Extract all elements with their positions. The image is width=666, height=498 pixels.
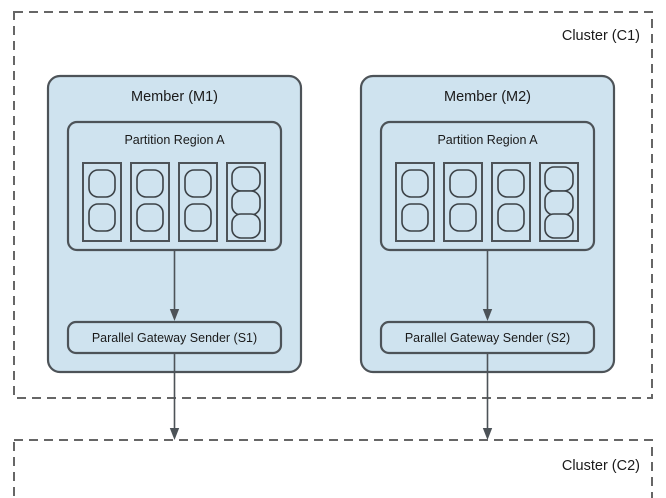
bucket-entry <box>544 190 574 216</box>
bucket-entry <box>184 169 212 198</box>
member-m1: Member (M1) Partition Region A <box>46 74 303 374</box>
connector-s2-to-cluster-c2 <box>482 353 493 440</box>
cluster-c2: Cluster (C2) <box>13 439 653 498</box>
bucket-column <box>178 162 218 242</box>
partition-region-m2: Partition Region A <box>379 120 596 252</box>
cluster-c1-label: Cluster (C1) <box>562 28 640 44</box>
connector-arrowhead <box>482 309 493 321</box>
partition-region-m2-label: Partition Region A <box>437 133 538 147</box>
partition-region-m1: Partition Region A <box>66 120 283 252</box>
bucket-entry <box>497 203 525 232</box>
bucket-entry <box>136 169 164 198</box>
bucket-column <box>82 162 122 242</box>
bucket-entry <box>231 166 261 192</box>
gateway-sender-s1-label: Parallel Gateway Sender (S1) <box>92 331 257 345</box>
cluster-c2-label: Cluster (C2) <box>562 458 640 474</box>
bucket-entry <box>184 203 212 232</box>
bucket-entry <box>136 203 164 232</box>
cluster-c1-border <box>13 11 653 399</box>
gateway-sender-s2-label: Parallel Gateway Sender (S2) <box>405 331 570 345</box>
bucket-column <box>395 162 435 242</box>
bucket-entry <box>401 203 429 232</box>
bucket-column <box>130 162 170 242</box>
bucket-column <box>226 162 266 242</box>
bucket-entry <box>449 203 477 232</box>
cluster-c1: Cluster (C1) <box>13 11 653 399</box>
member-m1-label: Member (M1) <box>131 89 218 105</box>
bucket-column <box>491 162 531 242</box>
bucket-column <box>443 162 483 242</box>
gateway-sender-s1: Parallel Gateway Sender (S1) <box>66 320 283 355</box>
member-m2: Member (M2) Partition Region A <box>359 74 616 374</box>
gateway-sender-s2: Parallel Gateway Sender (S2) <box>379 320 596 355</box>
member-m2-label: Member (M2) <box>444 89 531 105</box>
bucket-entry <box>231 213 261 239</box>
connector-arrowhead <box>169 309 180 321</box>
connector-s1-to-cluster-c2 <box>169 353 180 440</box>
connector-region-to-sender-m1 <box>169 250 180 321</box>
connector-arrowhead <box>482 428 493 440</box>
bucket-entry <box>88 169 116 198</box>
bucket-entry <box>497 169 525 198</box>
bucket-entry <box>449 169 477 198</box>
bucket-entry <box>231 190 261 216</box>
bucket-column <box>539 162 579 242</box>
bucket-entry <box>544 166 574 192</box>
connector-region-to-sender-m2 <box>482 250 493 321</box>
bucket-entry <box>88 203 116 232</box>
bucket-entry <box>401 169 429 198</box>
partition-region-m1-label: Partition Region A <box>124 133 225 147</box>
bucket-entry <box>544 213 574 239</box>
cluster-c2-border <box>13 439 653 498</box>
connector-arrowhead <box>169 428 180 440</box>
